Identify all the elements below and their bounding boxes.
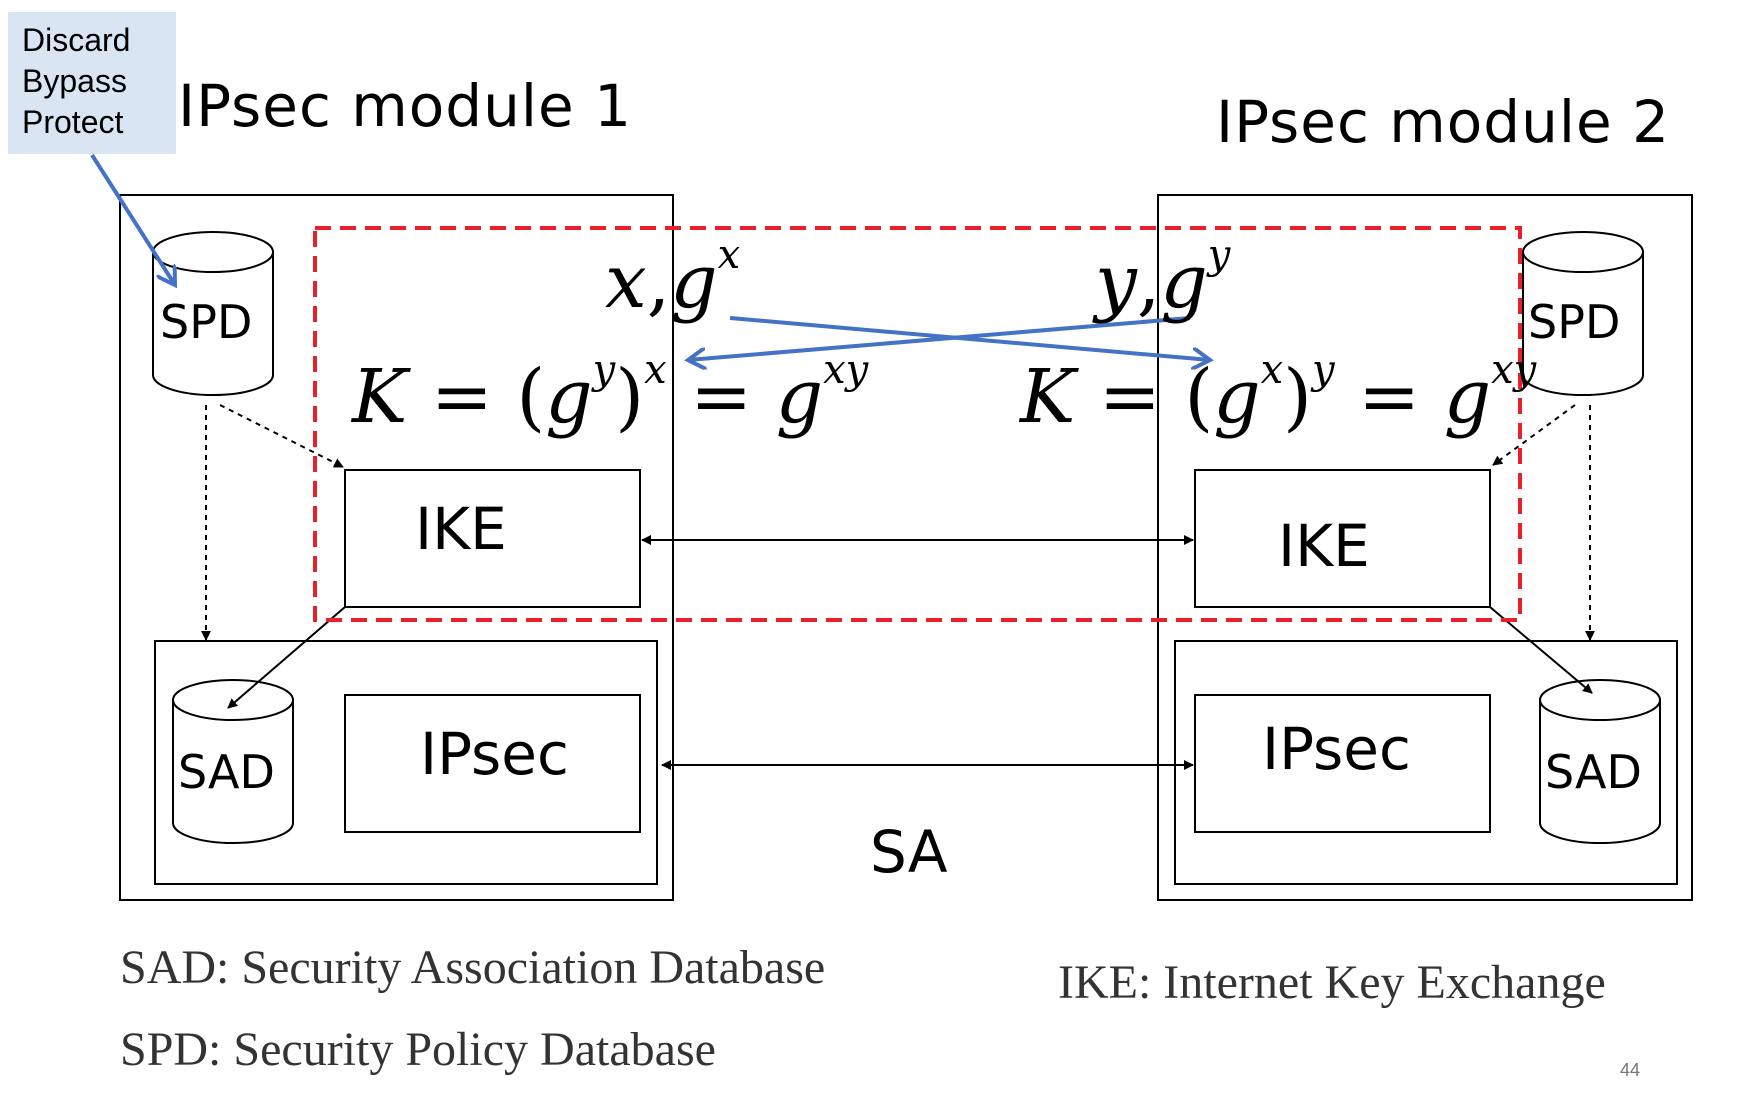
module2-ipsec-box	[1194, 694, 1491, 833]
module2-spd-label: SPD	[1528, 295, 1621, 349]
gy-to-left-arrow	[688, 316, 1191, 360]
module2-ipsec-label: IPsec	[1262, 715, 1411, 783]
ike-highlight-box	[313, 226, 1522, 622]
module1-frame	[119, 194, 674, 901]
left-key-formula: K = (gy)x = gxy	[352, 347, 869, 440]
legend-ike: IKE: Internet Key Exchange	[1058, 956, 1606, 1009]
policy-actions-note: Discard Bypass Protect	[8, 12, 176, 154]
note-line-bypass: Bypass	[22, 63, 127, 99]
policy-note-pointer-arrow	[90, 153, 175, 285]
module2-title: IPsec module 2	[1216, 88, 1670, 156]
m1-ike-to-sad-arrow	[227, 606, 346, 709]
module1-sad-label: SAD	[178, 745, 275, 799]
m1-spd-to-ike-dotted-arrow	[219, 404, 344, 468]
right-key-formula: K = (gx)y = gxy	[1020, 347, 1537, 440]
module1-ike-label: IKE	[415, 495, 507, 563]
module1-ipsec-label: IPsec	[420, 720, 569, 788]
right-public-value: y,gy	[1095, 232, 1231, 325]
gx-to-right-arrow	[729, 316, 1210, 360]
note-line-discard: Discard	[22, 22, 131, 58]
module2-frame	[1157, 194, 1693, 901]
module2-sad-cylinder	[1539, 679, 1661, 844]
module2-ike-box	[1194, 469, 1491, 608]
m2-spd-to-ike-dotted-arrow	[1492, 404, 1576, 466]
page-number: 44	[1620, 1060, 1641, 1080]
module1-inner-box	[154, 640, 658, 885]
legend-spd: SPD: Security Policy Database	[120, 1023, 716, 1076]
module2-sad-label: SAD	[1545, 745, 1642, 799]
legend-sad: SAD: Security Association Database	[120, 941, 826, 994]
module2-spd-cylinder	[1522, 231, 1644, 396]
module1-spd-cylinder	[152, 231, 274, 396]
module1-title: IPsec module 1	[178, 72, 632, 140]
module1-ipsec-box	[344, 694, 641, 833]
module1-ike-box	[344, 469, 641, 608]
sa-label: SA	[870, 818, 948, 886]
module1-spd-label: SPD	[160, 295, 253, 349]
module2-ike-label: IKE	[1278, 512, 1370, 580]
left-public-value: x,gx	[605, 232, 741, 325]
note-line-protect: Protect	[22, 104, 124, 140]
